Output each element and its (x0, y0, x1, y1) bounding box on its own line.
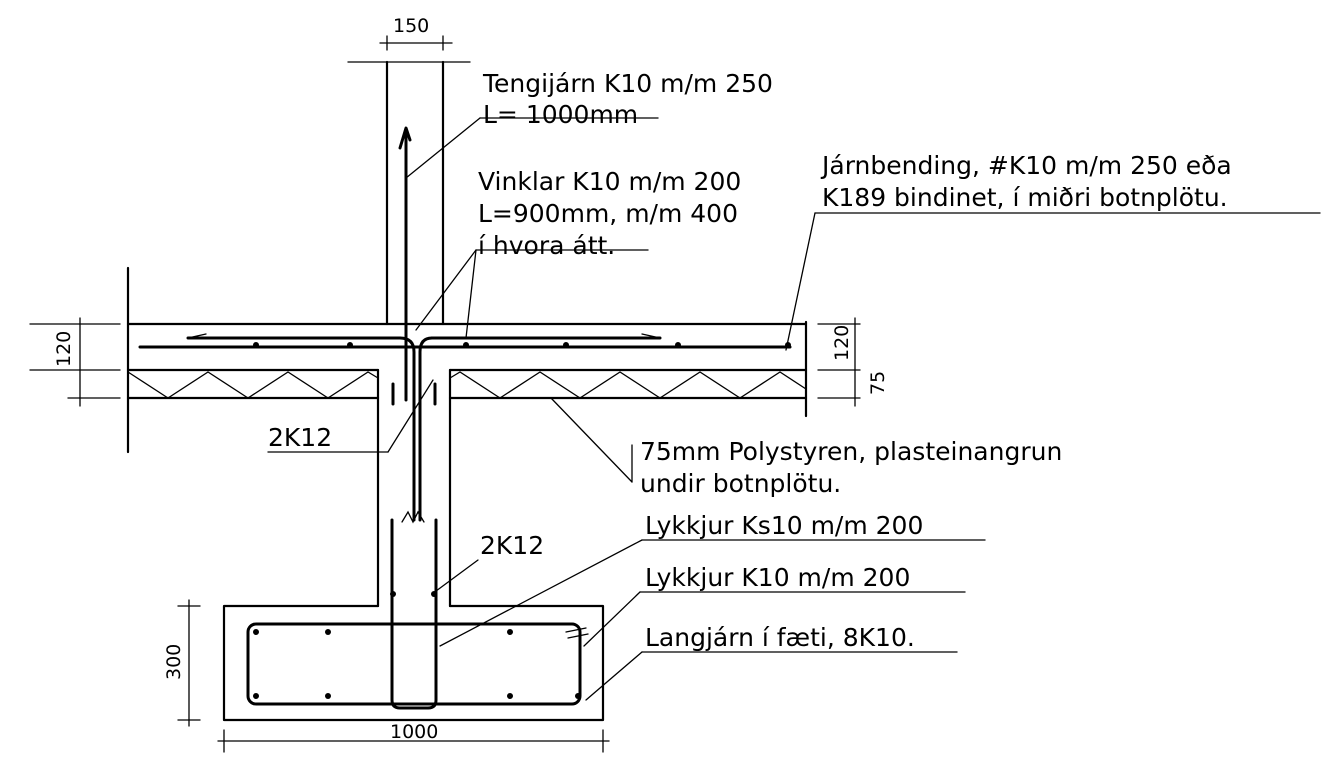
label-jarnbending-line1: Járnbending, #K10 m/m 250 eða (820, 151, 1232, 180)
dim-slab-right: 120 (831, 325, 853, 361)
rebar-tengijarn (398, 126, 412, 402)
dim-footing-height: 300 (163, 644, 185, 680)
rebar-2k12-upper (391, 382, 437, 406)
footing (222, 604, 605, 722)
label-vinklar-line1: Vinklar K10 m/m 200 (478, 167, 741, 196)
dim-footing-width: 1000 (390, 721, 438, 743)
leader-lines (267, 117, 1321, 701)
label-tengijarn-line1: Tengijárn K10 m/m 250 (482, 69, 773, 98)
label-lykkjur-ks10: Lykkjur Ks10 m/m 200 (645, 511, 923, 540)
dim-slab-left: 120 (53, 331, 75, 367)
rebar-dots (253, 342, 791, 699)
label-tengijarn-line2: L= 1000mm (483, 100, 638, 129)
label-2k12-lower: 2K12 (480, 531, 544, 560)
label-polystyren-line1: 75mm Polystyren, plasteinangrun (640, 437, 1062, 466)
label-vinklar-line2: L=900mm, m/m 400 (478, 199, 738, 228)
label-2k12-upper: 2K12 (268, 423, 332, 452)
insulation-layer (126, 371, 808, 400)
label-polystyren-line2: undir botnplötu. (640, 469, 841, 498)
text-labels: Tengijárn K10 m/m 250 L= 1000mm Vinklar … (268, 69, 1232, 652)
rebar-stem-loop (390, 518, 438, 710)
dimension-lines (29, 35, 861, 753)
label-jarnbending-line2: K189 bindinet, í miðri botnplötu. (822, 183, 1228, 212)
dim-wall-width: 150 (393, 15, 429, 37)
rebar-footing-stirrup (246, 622, 589, 706)
wall-lower (376, 368, 452, 608)
dim-insulation-right: 75 (867, 371, 889, 395)
label-lykkjur-k10: Lykkjur K10 m/m 200 (645, 563, 910, 592)
label-vinklar-line3: í hvora átt. (478, 231, 615, 260)
floor-slab (126, 266, 808, 454)
wall-upper (347, 60, 471, 326)
rebar-slab-mesh (138, 333, 792, 524)
dimension-text: 150 120 120 75 300 1000 (53, 15, 889, 743)
label-langjarn: Langjárn í fæti, 8K10. (645, 623, 915, 652)
